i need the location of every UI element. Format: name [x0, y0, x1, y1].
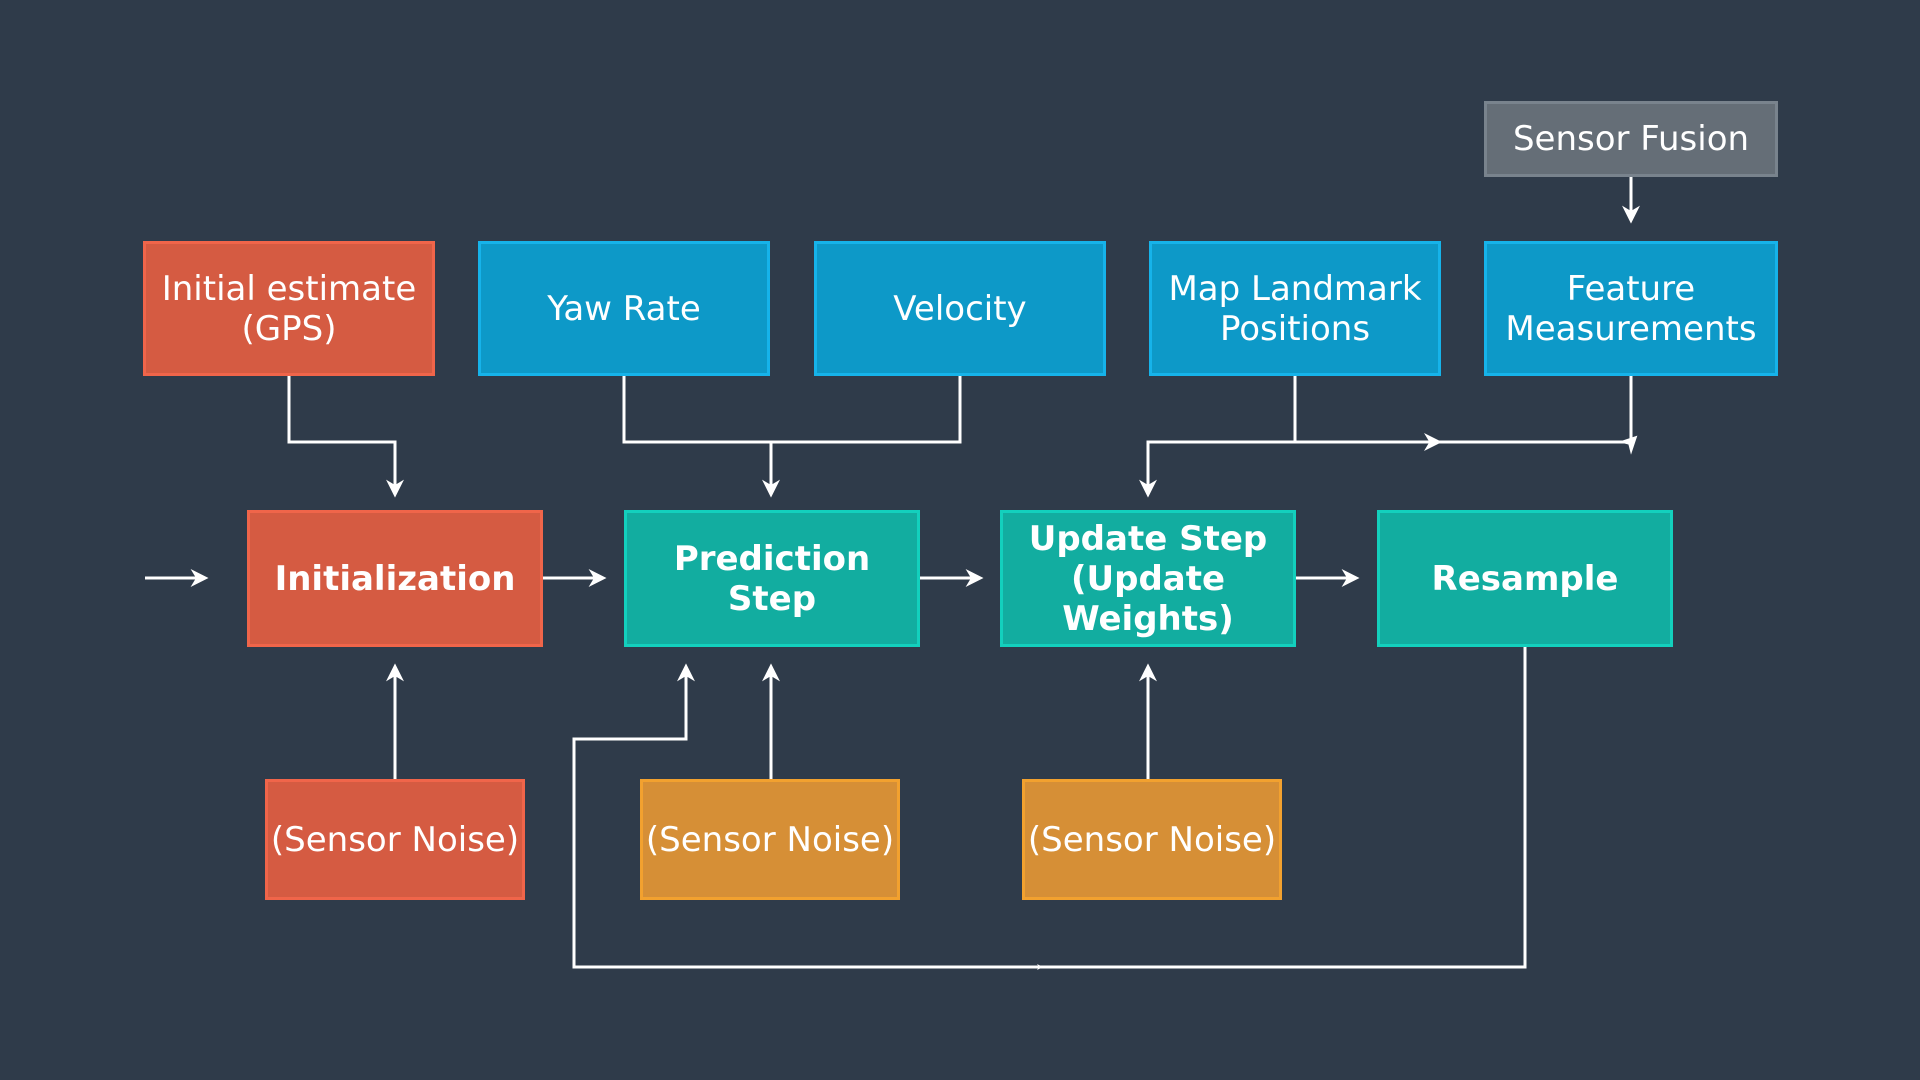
- feature-measurements-box: Feature Measurements: [1484, 241, 1778, 376]
- map-landmark-positions-box: Map Landmark Positions: [1149, 241, 1441, 376]
- connector-feature-measurements-to-update: [1295, 376, 1638, 455]
- initialization-sensor-noise-box: (Sensor Noise): [265, 779, 525, 900]
- initial-estimate-box: Initial estimate (GPS): [143, 241, 435, 376]
- initialization-step: Initialization: [247, 510, 543, 647]
- update-sensor-noise-box: (Sensor Noise): [1022, 779, 1282, 900]
- connector-yaw-rate-to-prediction: [622, 376, 962, 444]
- prediction-sensor-noise-box: (Sensor Noise): [640, 779, 900, 900]
- connector-map-landmark-to-update: [1139, 376, 1297, 498]
- connector-resample-feedback-loop: [572, 647, 1527, 969]
- yaw-rate-box: Yaw Rate: [478, 241, 770, 376]
- sensor-fusion-box: Sensor Fusion: [1484, 101, 1778, 177]
- resample-step: Resample: [1377, 510, 1673, 647]
- prediction-step: Prediction Step: [624, 510, 920, 647]
- velocity-box: Velocity: [814, 241, 1106, 376]
- connector-initial-estimate-to-initialization: [287, 376, 404, 498]
- update-step: Update Step (Update Weights): [1000, 510, 1296, 647]
